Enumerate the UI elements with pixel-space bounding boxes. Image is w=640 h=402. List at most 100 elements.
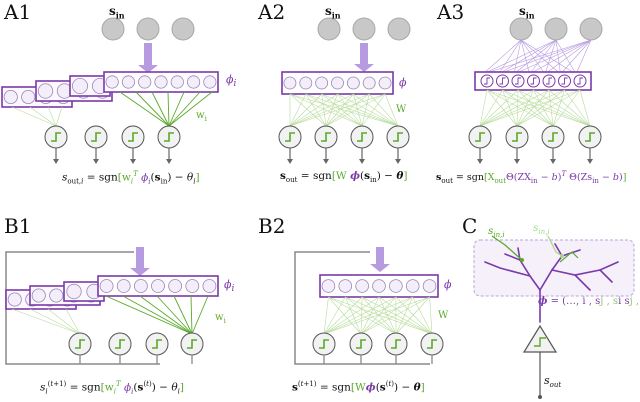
weight-line-b1-faint: [47, 308, 81, 335]
weight-line-a3: [552, 89, 581, 127]
feed-arrow-b2-shaft: [376, 247, 384, 265]
feature-box-b2-unit: [372, 279, 386, 293]
weight-line-b1: [156, 295, 193, 335]
feature-box-a1-1-unit: [21, 89, 36, 105]
weight-line-a2: [325, 93, 386, 127]
feature-box-a2-unit: [378, 76, 392, 90]
feed-arrow-a1-head: [138, 65, 158, 73]
dendrite-branch-c-5: [554, 243, 563, 257]
feature-box-a1-4-unit: [154, 75, 168, 89]
input-node-a1-2: [171, 17, 195, 41]
s-in-label-a3: sin: [519, 4, 535, 21]
feature-box-b2-unit: [355, 279, 369, 293]
weight-line-a2: [368, 93, 399, 127]
weight-line-a3: [502, 89, 591, 127]
projection-line-a3: [482, 39, 592, 75]
projection-line-a3: [520, 39, 546, 75]
weight-line-b2: [323, 296, 413, 335]
weight-line-a2: [325, 93, 354, 127]
weight-line-a1: [168, 91, 213, 127]
dendrite-branch-c-4: [551, 261, 619, 276]
projection-line-a3: [520, 39, 530, 75]
weight-line-a1-faint: [55, 106, 63, 127]
output-neuron-a3-1-step-icon: [512, 132, 522, 142]
weight-line-b2: [361, 296, 397, 335]
weight-line-a2: [289, 93, 327, 127]
feature-box-b1-1-unit: [7, 292, 22, 307]
projection-line-a3: [482, 39, 522, 75]
weight-line-a3: [516, 89, 550, 127]
projection-line-a3: [520, 39, 561, 75]
weight-line-b1: [122, 295, 193, 335]
weight-line-a3: [479, 89, 581, 127]
threshold-step-icon-a3-1: [499, 77, 506, 85]
feed-arrow-a1-shaft: [144, 43, 152, 66]
weight-line-a2: [289, 93, 386, 127]
synapse-c-i: [520, 258, 524, 262]
weight-line-a1: [167, 91, 170, 127]
weight-line-a2: [289, 93, 338, 127]
output-neuron-a2-1-step-icon: [321, 132, 331, 142]
projection-line-a3: [482, 39, 557, 75]
output-neuron-b1-0-step-icon: [75, 339, 85, 349]
weight-line-b1: [173, 295, 193, 335]
weight-line-a3: [486, 89, 591, 127]
weight-line-a1: [135, 91, 170, 127]
output-neuron-a2-3-step-icon: [393, 132, 403, 142]
feature-box-a2-unit: [362, 76, 376, 90]
output-neuron-a3-0-output-arrow: [477, 159, 483, 164]
weight-line-a2: [289, 93, 322, 127]
weight-line-a3: [579, 89, 591, 127]
projection-line-a3: [513, 39, 522, 75]
weight-line-a2: [289, 93, 307, 127]
weight-line-a3: [516, 89, 581, 127]
output-neuron-a3-3-output-arrow: [587, 159, 593, 164]
equation-a1: sout,i = sgn[wiT ϕi(sin) − θi]: [62, 170, 200, 186]
weight-line-a3: [486, 89, 518, 127]
input-axon-c-j: [547, 235, 563, 257]
weight-line-a2: [289, 93, 363, 127]
panel-label-a2: A2: [258, 0, 286, 24]
weight-line-b1-faint: [11, 308, 81, 335]
feature-box-a1-2-unit: [37, 83, 54, 99]
feature-box-b1-4-unit: [185, 279, 200, 293]
weight-line-b2: [360, 296, 397, 335]
weight-line-a3: [479, 89, 534, 127]
output-neuron-a3-0-step-icon: [475, 132, 485, 142]
dendrite-branch-c-6: [599, 269, 613, 283]
feature-box-a2-unit: [346, 76, 360, 90]
threshold-step-icon-a3-5: [561, 77, 568, 85]
weight-line-a3: [548, 89, 591, 127]
weight-line-a2: [305, 93, 399, 127]
feed-arrow-b1-shaft: [136, 247, 144, 269]
output-neuron-a2-0-output-arrow: [287, 159, 293, 164]
weight-line-a1: [168, 91, 185, 127]
output-neuron-a3-1-output-arrow: [514, 159, 520, 164]
weight-line-a1: [168, 91, 201, 127]
weight-line-b2: [429, 296, 433, 335]
panel-label-a3: A3: [437, 0, 465, 24]
weight-line-a3: [502, 89, 518, 127]
weight-line-a3: [479, 89, 503, 127]
weight-line-b2: [323, 296, 380, 335]
weight-line-b2: [360, 296, 380, 335]
output-neuron-a2-1-output-arrow: [323, 159, 329, 164]
weight-line-b2: [378, 296, 433, 335]
feature-box-a1-4-unit: [170, 75, 184, 89]
weight-line-b2: [345, 296, 433, 335]
weight-line-a1-faint: [47, 106, 57, 127]
weight-line-a3: [479, 89, 519, 127]
weight-line-b2: [395, 296, 433, 335]
w-label-a2: W: [396, 104, 407, 115]
weight-line-b2: [328, 296, 362, 335]
feature-box-b2-unit: [338, 279, 353, 293]
weight-line-a3: [516, 89, 534, 127]
input-node-a2-2: [387, 17, 411, 41]
output-neuron-a1-1-step-icon: [91, 132, 101, 142]
feature-box-a1-4-unit: [105, 75, 119, 89]
weight-line-b1: [191, 295, 209, 335]
output-neuron-a1-2-output-arrow: [130, 159, 136, 164]
equation-b1: si(t+1) = sgn[wiT ϕi(s(t)) − θi]: [40, 380, 184, 396]
feature-box-a1-4-unit: [138, 75, 152, 89]
